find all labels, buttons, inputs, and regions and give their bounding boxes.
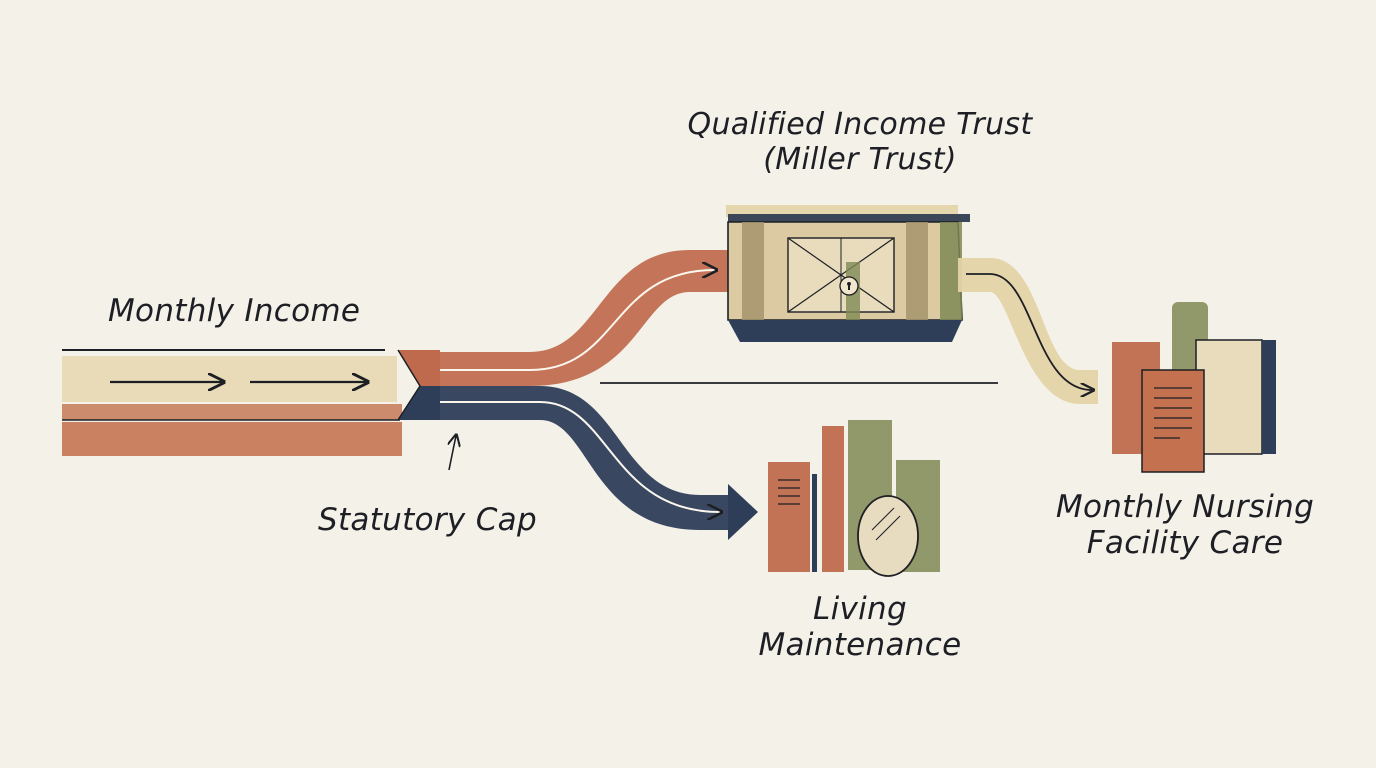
books-mirror-icon [768, 420, 940, 577]
rust-flow-body [440, 250, 732, 386]
qit-label-line2: (Miller Trust) [763, 141, 957, 177]
facility-beige-box [1195, 339, 1263, 455]
book-rust-tall [822, 426, 844, 572]
nursing-label-line2: Facility Care [1086, 524, 1284, 561]
cap-pointer-arrow [449, 436, 456, 471]
beige-flow-to-nursing [958, 258, 1098, 404]
qit-label-line1: Qualified Income Trust [687, 107, 1033, 142]
income-beige-band [62, 356, 397, 402]
book-navy-spine [812, 474, 817, 572]
nursing-label-line1: Monthly Nursing [1055, 489, 1315, 525]
navy-flow-highlight [440, 401, 720, 512]
living-label-line2: Maintenance [758, 626, 962, 663]
monthly-income-label: Monthly Income [108, 293, 361, 329]
facility-bills-icon [1112, 302, 1276, 473]
chest-lid-edge [728, 214, 970, 222]
income-rust-thin-band [62, 404, 402, 420]
facility-box-side [1262, 340, 1276, 454]
chest-right-strap [906, 222, 928, 320]
living-label: Living Maintenance [740, 591, 980, 663]
chest-side-shade [940, 222, 962, 320]
splitter-navy-chevron [398, 386, 440, 420]
income-stream [62, 349, 402, 456]
splitter-chevron-outline [397, 349, 421, 421]
statutory-cap-label: Statutory Cap [318, 502, 537, 538]
navy-flow-body [440, 386, 728, 530]
navy-flow-head [728, 484, 758, 540]
income-rust-band [62, 422, 402, 456]
mirror-glint-1 [871, 507, 895, 531]
mirror-icon [857, 495, 919, 577]
nursing-label: Monthly Nursing Facility Care [1040, 489, 1330, 561]
living-label-line1: Living [813, 591, 907, 627]
splitter-rust-chevron [398, 350, 440, 386]
statutory-cap-splitter [397, 349, 456, 471]
beige-flow-body [958, 258, 1098, 404]
rust-flow-to-trust [440, 240, 762, 386]
navy-flow-to-living [440, 386, 758, 540]
qit-label: Qualified Income Trust (Miller Trust) [680, 107, 1040, 177]
bill-document [1141, 369, 1205, 473]
rust-flow-highlight [440, 270, 715, 371]
beige-flow-arrow [966, 273, 1092, 390]
keyhole-icon [847, 282, 851, 290]
mirror-glint-2 [875, 515, 901, 541]
chest-base [728, 320, 962, 342]
chest-left-strap [742, 222, 764, 320]
book-rust-1 [768, 462, 810, 572]
lockbox-chest-icon [726, 205, 970, 342]
